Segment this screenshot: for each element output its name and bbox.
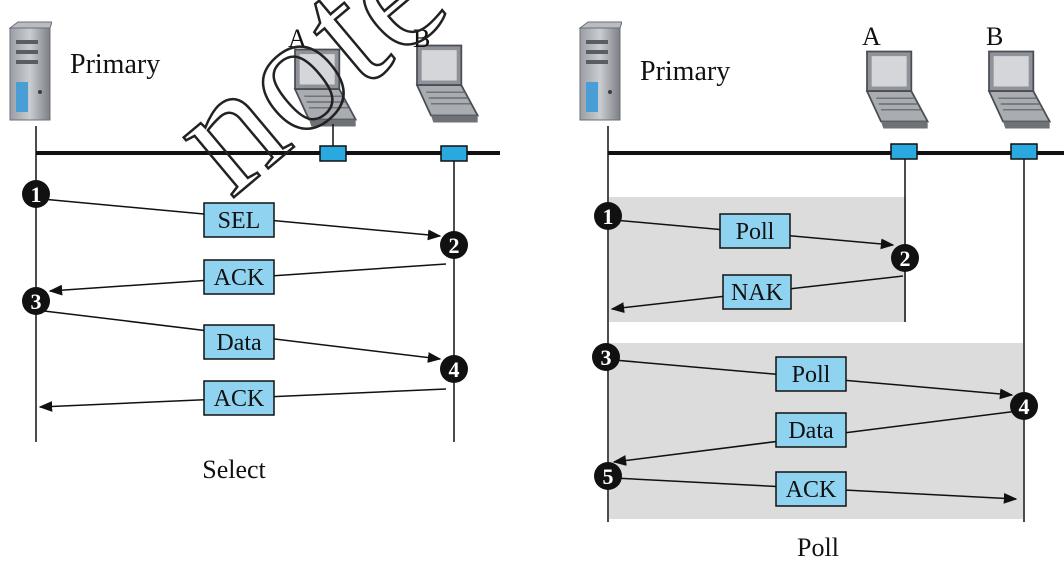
step-marker: 1 (594, 202, 622, 230)
laptop-icon (866, 50, 929, 130)
svg-text:ACK: ACK (214, 265, 265, 291)
svg-text:ACK: ACK (786, 477, 837, 503)
svg-text:4: 4 (449, 357, 460, 382)
step-marker: 5 (594, 462, 622, 490)
svg-text:4: 4 (1019, 394, 1030, 419)
svg-text:ACK: ACK (214, 386, 265, 412)
frame-box: ACK (203, 380, 275, 416)
svg-text:2: 2 (449, 233, 460, 258)
server-icon (579, 21, 622, 121)
step-marker: 4 (1010, 392, 1038, 420)
frame-box: Poll (775, 356, 847, 392)
select-caption: Select (202, 455, 266, 484)
svg-text:3: 3 (601, 345, 612, 370)
poll-panel: Primary A B 1 2 3 4 (579, 21, 1064, 562)
laptop-icon (988, 50, 1051, 130)
frame-box: Poll (719, 213, 791, 249)
frame-box: Data (203, 324, 275, 360)
svg-text:1: 1 (603, 204, 614, 229)
svg-text:Data: Data (216, 330, 262, 356)
step-marker: 4 (440, 355, 468, 383)
frame-box: ACK (203, 259, 275, 295)
station-a-label: A (862, 22, 881, 51)
svg-text:Poll: Poll (792, 362, 831, 388)
frame-box: NAK (722, 274, 792, 310)
station-tap (1010, 143, 1038, 160)
svg-text:2: 2 (900, 246, 911, 271)
station-tap (890, 143, 918, 160)
watermark: note (134, 0, 479, 228)
svg-text:SEL: SEL (218, 208, 261, 234)
step-marker: 2 (891, 244, 919, 272)
frame-box: Data (775, 412, 847, 448)
step-marker: 3 (592, 343, 620, 371)
svg-text:Poll: Poll (736, 219, 775, 245)
step-marker: 2 (440, 231, 468, 259)
svg-text:NAK: NAK (731, 280, 784, 306)
svg-text:5: 5 (603, 464, 614, 489)
select-panel: Primary A B 1 2 3 4 (9, 21, 500, 484)
station-tap (319, 145, 347, 162)
primary-label: Primary (70, 49, 160, 80)
svg-text:Data: Data (788, 418, 834, 444)
station-b-label: B (986, 22, 1003, 51)
step-marker: 1 (22, 180, 50, 208)
station-tap (440, 145, 468, 162)
svg-text:1: 1 (31, 182, 42, 207)
primary-label: Primary (640, 56, 730, 87)
frame-box: SEL (203, 202, 275, 238)
station-b-label: B (413, 24, 430, 53)
step-marker: 3 (22, 287, 50, 315)
station-a-label: A (288, 24, 307, 53)
poll-caption: Poll (797, 533, 839, 562)
server-icon (9, 21, 52, 121)
frame-box: ACK (775, 471, 847, 507)
svg-text:3: 3 (31, 289, 42, 314)
